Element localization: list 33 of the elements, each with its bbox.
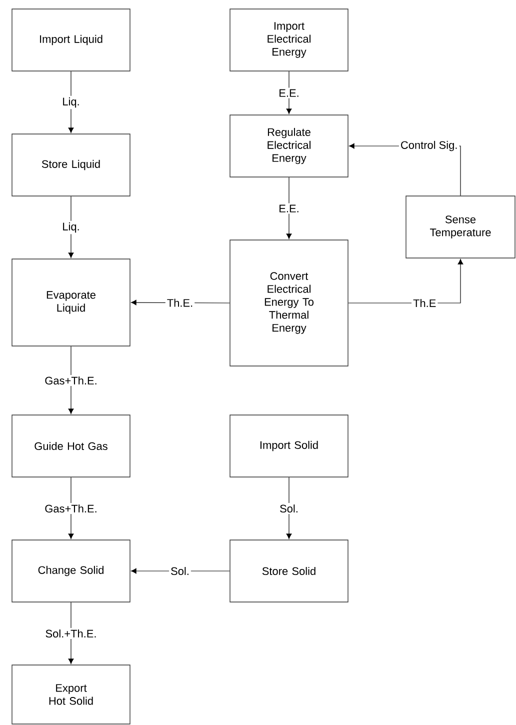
edge-label: Gas+Th.E. bbox=[43, 374, 99, 386]
process-box: Import Electrical Energy bbox=[230, 8, 348, 72]
arrow bbox=[68, 477, 74, 539]
arrow bbox=[68, 71, 74, 133]
edge-label: Th.E. bbox=[165, 297, 195, 308]
process-box: Guide Hot Gas bbox=[12, 414, 130, 478]
arrow bbox=[131, 568, 230, 574]
edge-label: E.E. bbox=[277, 88, 301, 98]
edge-label: Sol. bbox=[169, 565, 191, 577]
process-box: Convert Electrical Energy To Thermal Energy bbox=[230, 240, 348, 366]
arrow bbox=[68, 602, 74, 664]
edge-label: Th.E bbox=[412, 298, 438, 308]
process-box: Change Solid bbox=[12, 540, 130, 602]
edge-label: Sol. bbox=[278, 502, 300, 514]
arrow bbox=[286, 477, 292, 539]
edge-label: Sol.+Th.E. bbox=[44, 628, 98, 640]
edge-label: Control Sig. bbox=[398, 139, 460, 153]
arrow bbox=[286, 177, 292, 239]
edge-label: Liq. bbox=[60, 220, 82, 234]
arrow bbox=[68, 346, 74, 414]
edge-label: E.E. bbox=[277, 203, 301, 214]
process-box: Store Liquid bbox=[12, 134, 130, 196]
process-box: Import Solid bbox=[230, 414, 348, 478]
process-box: Regulate Electrical Energy bbox=[230, 114, 348, 178]
process-box: Export Hot Solid bbox=[12, 664, 130, 724]
arrow bbox=[286, 71, 292, 114]
edge-label: Liq. bbox=[60, 96, 82, 110]
arrow bbox=[68, 196, 74, 258]
edge-label: Gas+Th.E. bbox=[43, 502, 99, 514]
process-box: Store Solid bbox=[230, 540, 348, 602]
process-box: Import Liquid bbox=[12, 8, 130, 72]
process-box: Evaporate Liquid bbox=[12, 258, 130, 346]
process-box: Sense Temperature bbox=[406, 196, 516, 258]
